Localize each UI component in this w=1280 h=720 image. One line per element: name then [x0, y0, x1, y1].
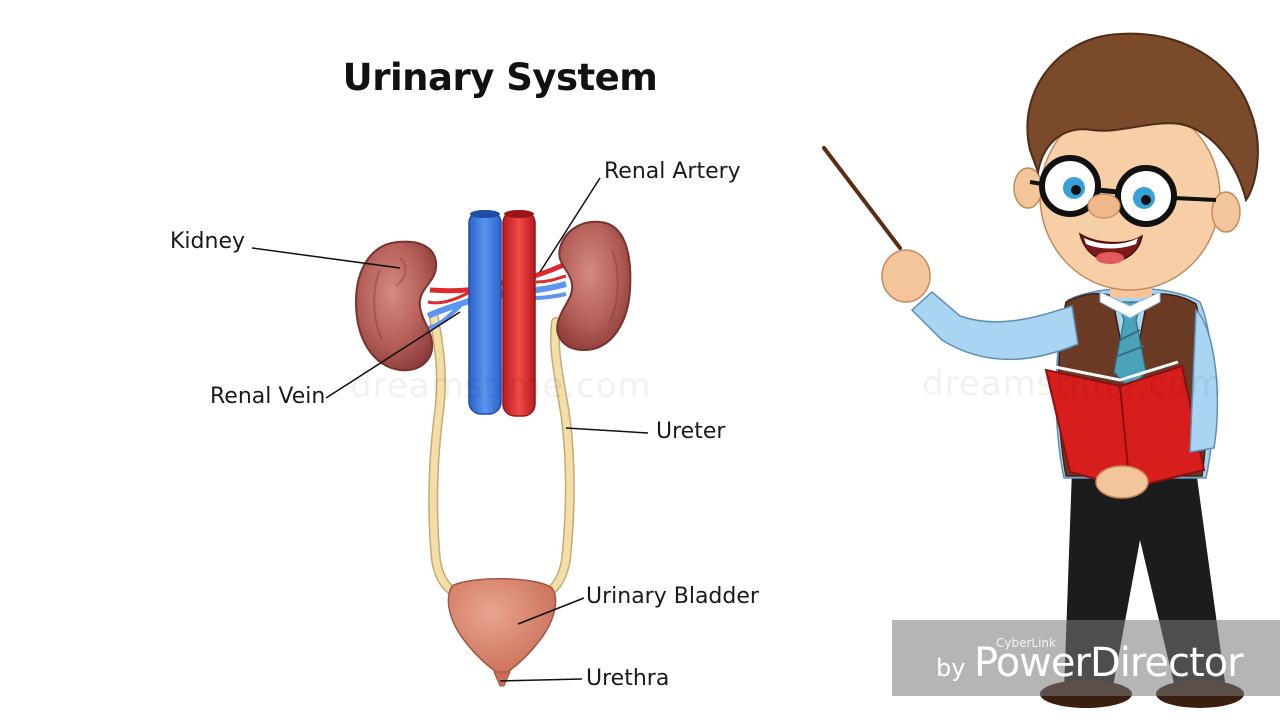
pointer-stick — [822, 146, 902, 250]
left-sleeve — [1189, 308, 1219, 453]
right-kidney — [556, 220, 632, 352]
urinary-diagram — [251, 177, 649, 687]
stock-watermark-right: dreamstime.com — [922, 364, 1224, 404]
powerdirector-watermark-box — [892, 620, 1280, 696]
renal-artery-leader — [539, 177, 601, 273]
watermark-brand: CyberLink — [996, 636, 1056, 650]
glasses — [1029, 155, 1217, 227]
urethra — [493, 671, 511, 687]
renal-vein-leader — [325, 311, 461, 399]
left-renal-vein-branch — [426, 297, 473, 319]
teacher-hair — [1026, 32, 1259, 203]
nose — [1087, 193, 1121, 219]
ureter-leader — [565, 427, 649, 434]
stock-watermark-left: dreamstime.com — [350, 366, 652, 406]
label-urethra: Urethra — [586, 666, 670, 691]
urethra-leader — [499, 678, 583, 682]
label-renal-vein: Renal Vein — [210, 384, 326, 409]
label-urinary-bladder: Urinary Bladder — [586, 584, 759, 609]
diagram-title: Urinary System — [342, 56, 658, 99]
collar — [1099, 291, 1161, 319]
raised-arm — [910, 291, 1079, 361]
label-ureter: Ureter — [656, 419, 726, 444]
raised-hand — [881, 249, 931, 303]
label-renal-artery: Renal Artery — [604, 159, 741, 184]
right-ear — [1211, 191, 1241, 233]
holding-hand — [1095, 465, 1149, 499]
left-kidney — [354, 240, 438, 372]
watermark-by: by — [936, 654, 966, 682]
watermark-product: PowerDirector — [974, 640, 1244, 686]
teacher-illustration — [822, 32, 1259, 708]
urinary-bladder — [447, 577, 557, 677]
kidney-leader — [251, 247, 401, 269]
label-kidney: Kidney — [170, 229, 246, 254]
urinary-bladder-leader — [517, 597, 585, 625]
right-renal-artery-branch — [533, 261, 567, 279]
